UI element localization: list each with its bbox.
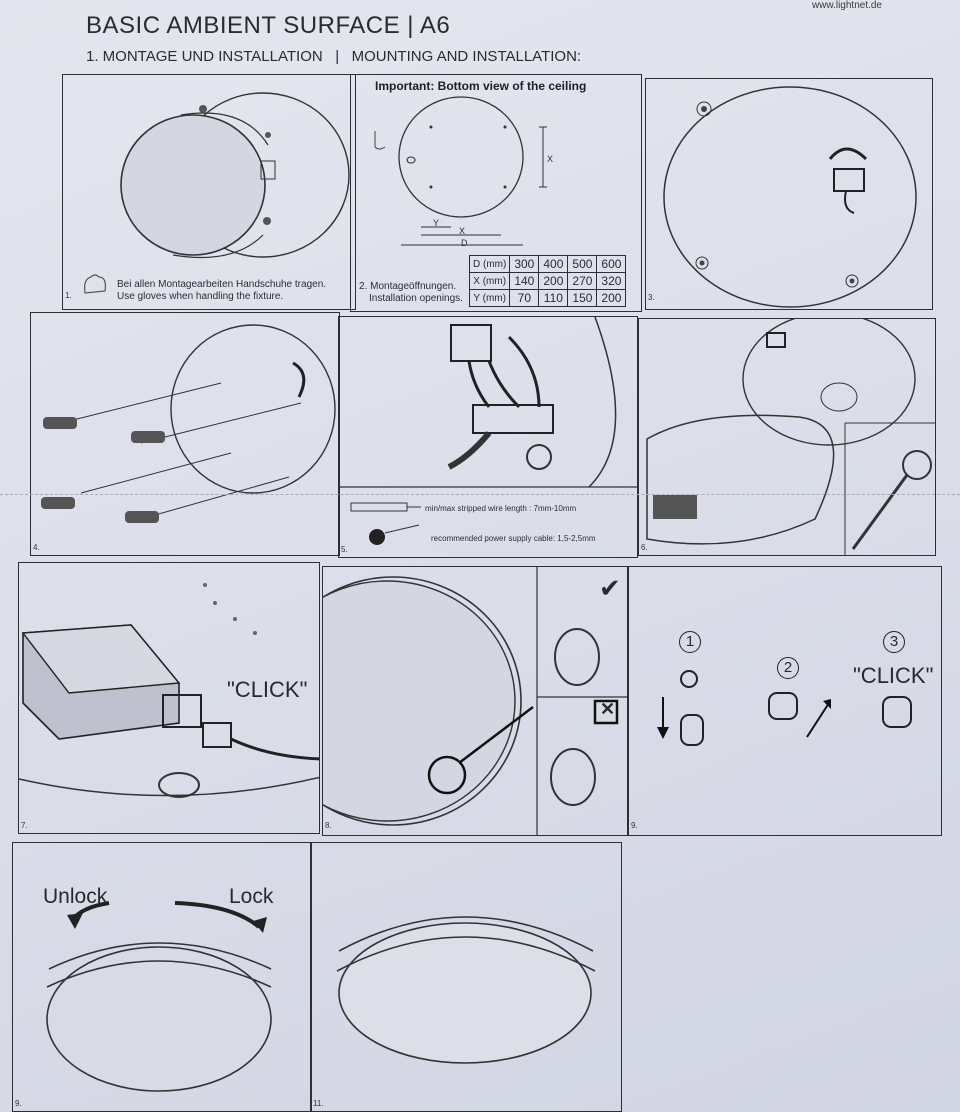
paper-fold-line (0, 494, 960, 496)
panel-5-wiring: min/max stripped wire length : 7mm-10mm … (338, 316, 638, 558)
dimension-header-cell: Y (mm) (468, 289, 511, 307)
panel-number: 1. (65, 291, 72, 300)
panel-number: 6. (641, 543, 648, 552)
dimension-value-cell: 270 (567, 272, 598, 290)
panel-number: 9. (631, 821, 638, 830)
panel-10-lock: Unlock Lock 9. (12, 842, 312, 1112)
step-3-badge: 3 (883, 631, 905, 653)
click-label: "CLICK" (853, 663, 934, 688)
dimension-x-side-label: X (547, 154, 554, 164)
dimension-value-cell: 300 (509, 255, 540, 273)
panel-number: 7. (21, 821, 28, 830)
screw-mounting-illustration (41, 324, 336, 523)
openings-label-de: 2. Montageöffnungen. (359, 281, 457, 292)
wire-length-note: min/max stripped wire length : 7mm-10mm (425, 504, 577, 513)
panel-11-finished: 11. (310, 842, 622, 1112)
panel-7-driver-click: "CLICK" 7. (18, 562, 320, 834)
ceiling-openings-diagram (374, 96, 547, 246)
dimension-value-cell: 200 (538, 272, 569, 290)
panel-number: 4. (33, 543, 40, 552)
lock-label: Lock (229, 885, 274, 908)
panel-4-screw-mounting: 4. (30, 312, 340, 556)
panel-9-pin-steps: 1 2 3 "CLICK" 9. (628, 566, 942, 836)
gloves-note-de: Bei allen Montagearbeiten Handschuhe tra… (117, 279, 327, 290)
finished-fixture-illustration (336, 916, 596, 1064)
panel-number: 11. (313, 1099, 324, 1108)
dimension-header-cell: X (mm) (468, 272, 511, 290)
dimension-value-cell: 600 (596, 255, 627, 273)
lock-illustration (46, 901, 272, 1092)
fixture-illustration (120, 92, 350, 258)
important-note: Important: Bottom view of the ceiling (375, 79, 587, 93)
fixture-connection-illustration (646, 319, 935, 555)
dimension-value-cell: 150 (567, 289, 598, 307)
openings-label-en: Installation openings. (369, 293, 463, 304)
unlock-label: Unlock (43, 885, 108, 908)
pin-steps-illustration (657, 670, 912, 746)
panel-1-fixture: 1. Bei allen Montagearbeiten Handschuhe … (62, 74, 356, 310)
terminal-wiring-illustration (339, 317, 637, 545)
step-1-badge: 1 (679, 631, 701, 653)
correct-checkmark-icon: ✔ (599, 573, 621, 603)
panel-number: 8. (325, 821, 332, 830)
panel-number: 9. (15, 1099, 22, 1108)
dimension-value-cell: 70 (509, 289, 540, 307)
dimension-header-cell: D (mm) (468, 255, 511, 273)
panel-number: 3. (648, 293, 655, 302)
panel-6-connection: 6. (638, 318, 936, 556)
section-subtitle: 1. MONTAGE UND INSTALLATION | MOUNTING A… (86, 48, 582, 65)
dimension-value-cell: 200 (596, 289, 627, 307)
gloves-note-en: Use gloves when handling the fixture. (117, 291, 284, 302)
step-2-badge: 2 (777, 657, 799, 679)
ceiling-plate-illustration (663, 86, 917, 308)
website-url: www.lightnet.de (811, 0, 882, 11)
panel-8-fixing-pin: ✔ ✕ 8. (322, 566, 628, 836)
panel-number: 5. (341, 545, 348, 554)
dimension-d-label: D (461, 238, 468, 248)
panel-2-ceiling-openings: Important: Bottom view of the ceiling Y … (350, 74, 642, 312)
cable-note: recommended power supply cable: 1,5-2,5m… (431, 534, 596, 543)
incorrect-cross-icon: ✕ (600, 699, 616, 719)
gloves-icon (84, 274, 106, 294)
dimension-value-cell: 400 (538, 255, 569, 273)
document-title: BASIC AMBIENT SURFACE | A6 (86, 12, 451, 39)
dimension-x-label: X (459, 226, 466, 236)
dimension-value-cell: 140 (509, 272, 540, 290)
click-label: "CLICK" (227, 677, 308, 702)
driver-click-illustration (19, 583, 319, 798)
dimension-value-cell: 500 (567, 255, 598, 273)
panel-3-cable-entry: 3. (645, 78, 933, 310)
dimension-value-cell: 110 (538, 289, 569, 307)
dimension-y-label: Y (433, 218, 440, 228)
dimension-value-cell: 320 (596, 272, 627, 290)
fixing-pin-illustration (323, 567, 627, 835)
